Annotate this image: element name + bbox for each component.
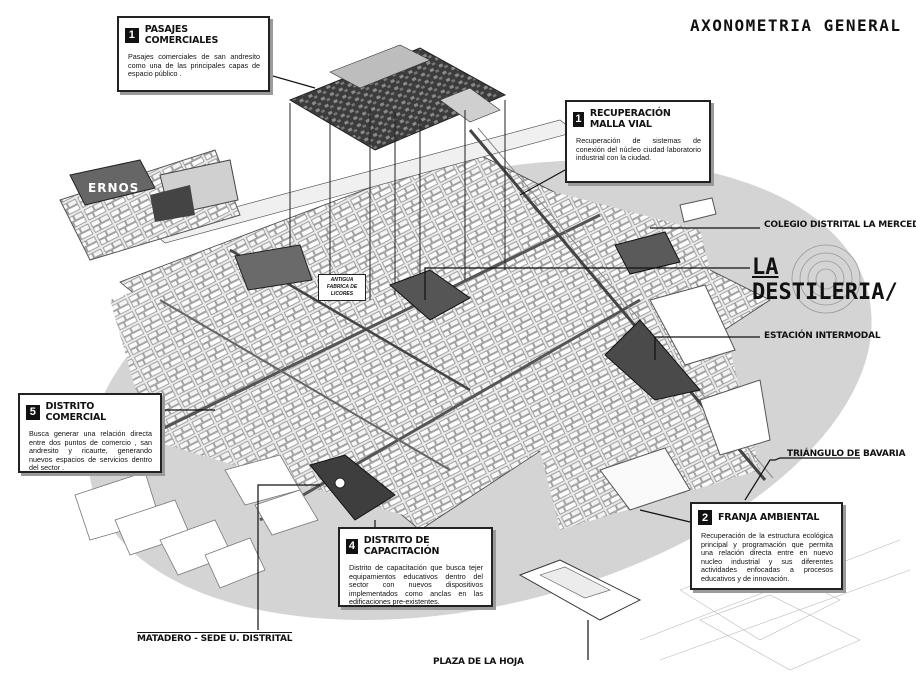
callout-number: 1 <box>573 111 584 127</box>
callout-title: RECUPERACIÓN MALLA VIAL <box>589 108 671 130</box>
callout-number: 1 <box>125 27 139 43</box>
label-plaza-de-la-hoja: PLAZA DE LA HOJA <box>433 657 524 667</box>
callout-recuperacion-malla-vial: 1 RECUPERACIÓN MALLA VIAL Recuperación de… <box>565 100 711 183</box>
page-title: AXONOMETRIA GENERAL <box>690 16 902 35</box>
floating-plates <box>74 454 319 589</box>
leader-lines <box>160 69 860 660</box>
la-destileria-rest: DESTILERIA/ <box>752 280 898 305</box>
destileria-block <box>389 269 471 321</box>
label-estacion-intermodal: ESTACIÓN INTERMODAL <box>764 331 881 341</box>
destileria-rings <box>791 244 861 314</box>
callout-number: 2 <box>698 510 712 525</box>
matadero-block <box>309 454 396 521</box>
projection-lines <box>289 100 506 300</box>
callout-distrito-comercial: 5 DISTRITO COMERCIAL Busca generar una re… <box>18 393 162 473</box>
city-blocks-west <box>110 230 420 520</box>
callout-text: Busca generar una relación directa entre… <box>29 429 152 473</box>
callout-text: Recuperación de la estructura ecológica … <box>701 531 833 583</box>
callout-distrito-capacitacion: 4 DISTRITO DE CAPACITACIÓN Distrito de ca… <box>338 527 493 607</box>
callout-title: DISTRITO COMERCIAL <box>45 401 107 423</box>
antigua-fabrica-tag: ANTIGUA FABRICA DE LICORES <box>318 274 366 301</box>
callout-text: Distrito de capacitación que busca tejer… <box>349 563 483 607</box>
callout-number: 5 <box>26 404 40 420</box>
la-destileria-label: LA DESTILERIA/ <box>752 255 916 305</box>
callout-title: FRANJA AMBIENTAL <box>718 512 820 523</box>
label-colegio: COLEGIO DISTRITAL LA MERCED <box>764 220 916 230</box>
estacion-block <box>604 319 701 401</box>
callout-title: DISTRITO DE CAPACITACIÓN <box>363 535 440 557</box>
callout-franja-ambiental: 2 FRANJA AMBIENTAL Recuperación de la est… <box>690 502 843 590</box>
label-matadero: MATADERO - SEDE U. DISTRITAL <box>137 632 293 644</box>
callout-number: 4 <box>346 538 358 554</box>
green-strip <box>234 244 313 291</box>
callout-text: Pasajes comerciales de san andresito com… <box>128 52 260 79</box>
corner-district-label: ERNOS <box>88 181 140 195</box>
callout-text: Recuperación de sistemas de conexión del… <box>576 136 701 163</box>
label-triangulo-bavaria: TRIÁNGULO DE BAVARIA <box>787 449 906 459</box>
callout-title: PASAJES COMERCIALES <box>144 24 219 46</box>
colegio-block <box>614 231 681 275</box>
callout-pasajes-comerciales: 1 PASAJES COMERCIALES Pasajes comerciales… <box>117 16 270 92</box>
la-destileria-prefix: LA <box>752 255 779 280</box>
